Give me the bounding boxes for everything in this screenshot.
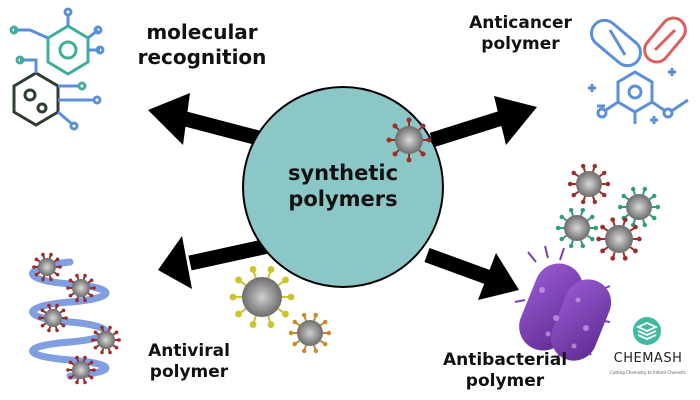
arrow-antibacterial (424, 247, 519, 300)
virus-icon (229, 266, 295, 328)
brand-name: CHEMASH (613, 351, 683, 366)
capsule-pill-icon (590, 16, 687, 68)
molecular-network-icon (9, 7, 105, 131)
label-antibacterial-polymer: Antibacterial polymer (430, 350, 580, 393)
polymer-helix-icon (29, 258, 110, 380)
label-antiviral-polymer: Antiviral polymer (134, 341, 244, 384)
virus-icon (91, 325, 121, 355)
molecule-hexagon-icon (588, 68, 689, 124)
virus-icon (66, 355, 96, 385)
chemash-logo-icon (633, 317, 661, 345)
arrow-anticancer (429, 96, 537, 148)
label-anticancer-line1: Anticancer (469, 13, 572, 33)
label-molecular-recognition: molecular recognition (132, 20, 272, 70)
brand-tagline: Cutting Chemistry to Inform Chemists (610, 370, 686, 375)
label-antiviral-line1: Antiviral (148, 341, 230, 361)
virus-icon (555, 207, 599, 249)
virus-icon (66, 273, 96, 303)
label-anticancer-polymer: Anticancer polymer (458, 13, 583, 56)
virus-icon (596, 217, 642, 261)
virus-icon (32, 252, 62, 282)
label-antiviral-line2: polymer (149, 362, 229, 383)
center-label-line2: polymers (288, 187, 398, 212)
virus-icon (38, 303, 68, 333)
arrow-antiviral (158, 236, 270, 289)
label-anticancer-line2: polymer (481, 34, 560, 55)
center-circle (242, 86, 444, 288)
arrow-molecular-recognition (148, 93, 264, 147)
virus-icon (288, 312, 332, 354)
bacteria-icon (514, 245, 612, 361)
label-molecular-line1: molecular (146, 20, 258, 44)
label-antibacterial-line1: Antibacterial (442, 350, 568, 370)
label-molecular-line2: recognition (137, 45, 267, 69)
virus-icon (567, 163, 611, 205)
virus-icon (386, 117, 432, 163)
center-label: synthetic polymers (263, 160, 423, 213)
center-label-line1: synthetic (287, 161, 399, 185)
virus-icon (617, 186, 661, 228)
label-antibacterial-line2: polymer (465, 371, 545, 392)
